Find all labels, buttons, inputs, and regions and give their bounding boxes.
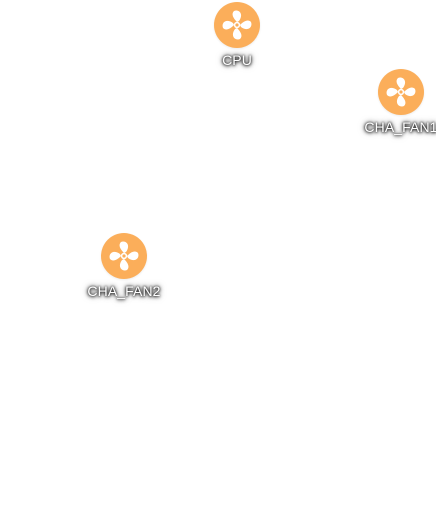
fan-icon [222, 10, 252, 40]
fan-icon [109, 241, 139, 271]
fan-label: CHA_FAN2 [87, 283, 161, 299]
fan-circle[interactable] [101, 233, 147, 279]
fan-node-cha-fan1[interactable]: CHA_FAN1 [356, 69, 436, 135]
fan-node-cpu[interactable]: CPU [192, 2, 282, 68]
fan-icon [386, 77, 416, 107]
fan-node-cha-fan2[interactable]: CHA_FAN2 [79, 233, 169, 299]
fan-circle[interactable] [214, 2, 260, 48]
fan-circle[interactable] [378, 69, 424, 115]
fan-label: CPU [222, 52, 252, 68]
fan-label: CHA_FAN1 [364, 119, 436, 135]
